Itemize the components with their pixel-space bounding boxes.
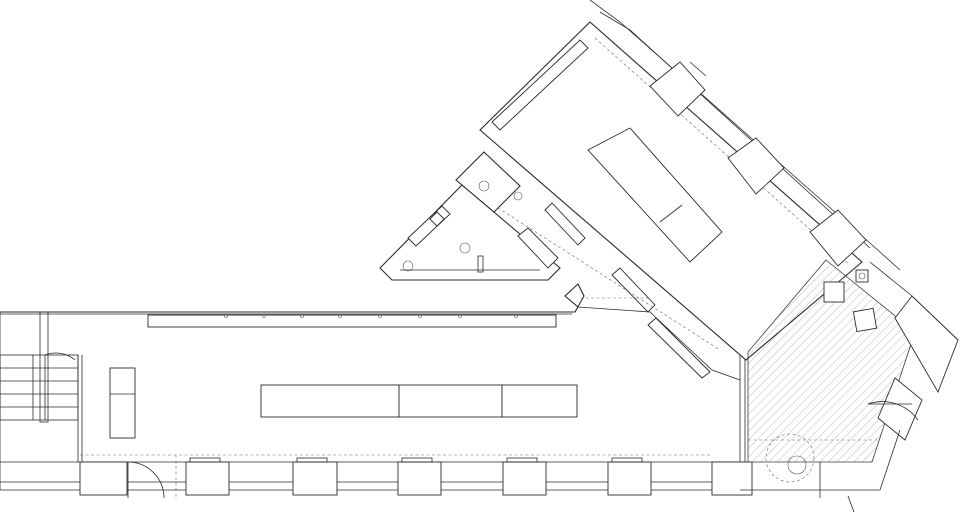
window-sill-mark bbox=[506, 457, 538, 463]
column-clearance bbox=[765, 433, 815, 483]
wc-fixture bbox=[513, 191, 523, 201]
armchair bbox=[823, 281, 845, 303]
upper-wing-facade-outer bbox=[589, 0, 901, 271]
upper-facade-pier bbox=[727, 137, 785, 195]
display-counter-right bbox=[501, 384, 578, 418]
corner-exterior-wall bbox=[869, 261, 959, 341]
shelf-light-marks bbox=[224, 314, 518, 318]
wc-room bbox=[455, 151, 521, 213]
small-cabinet bbox=[855, 269, 869, 283]
sink bbox=[429, 211, 445, 227]
upper-wing-facade-dashed bbox=[594, 37, 851, 266]
washbasin bbox=[459, 242, 471, 254]
corner-room bbox=[740, 259, 959, 512]
drain-pipe bbox=[689, 61, 707, 77]
armchair bbox=[852, 307, 878, 333]
cabinet bbox=[611, 267, 656, 313]
bench bbox=[109, 367, 136, 439]
corner-bay-window bbox=[877, 377, 923, 441]
staircase bbox=[0, 311, 83, 462]
facade-pier bbox=[502, 461, 547, 496]
upper-facade-pier bbox=[809, 209, 867, 267]
table-divider bbox=[659, 204, 683, 223]
upper-wing-central-table bbox=[587, 127, 723, 263]
upper-facade-pier bbox=[649, 61, 706, 117]
upper-wing bbox=[469, 0, 901, 379]
facade-pier bbox=[607, 461, 652, 496]
cabinet bbox=[647, 317, 711, 379]
window-sill-mark bbox=[296, 457, 328, 463]
column-round bbox=[787, 455, 807, 475]
lamp bbox=[858, 272, 866, 280]
upper-wing-wall-shelf bbox=[491, 39, 589, 131]
facade-pier bbox=[292, 461, 338, 496]
service-triangle-outline bbox=[379, 184, 561, 281]
service-column bbox=[477, 255, 484, 273]
wall-shelf bbox=[147, 314, 557, 328]
facade-pier bbox=[397, 461, 442, 496]
facade-pier bbox=[185, 461, 230, 496]
window-sill-mark bbox=[611, 457, 643, 463]
wc-fixture bbox=[478, 180, 490, 192]
display-counter-middle bbox=[398, 384, 503, 418]
corner-lamp-post bbox=[847, 495, 855, 512]
lower-wing bbox=[0, 283, 753, 500]
lower-wing-top-wall bbox=[0, 283, 585, 313]
facade-pier bbox=[711, 461, 753, 496]
cabinet bbox=[544, 202, 586, 246]
corner-exterior-wall-lower bbox=[740, 429, 901, 491]
facade-pier bbox=[79, 461, 128, 496]
lower-wing-diagonal-edge bbox=[577, 306, 741, 381]
upper-wing-facade-mid bbox=[599, 11, 871, 249]
floor-drain bbox=[402, 260, 414, 272]
entrance-door-swing bbox=[127, 461, 165, 499]
stair-to-upper bbox=[517, 227, 559, 269]
display-counter-left bbox=[260, 384, 400, 418]
window-sill-mark bbox=[401, 457, 433, 463]
service-block bbox=[379, 151, 561, 281]
window-sill-mark bbox=[189, 457, 221, 463]
